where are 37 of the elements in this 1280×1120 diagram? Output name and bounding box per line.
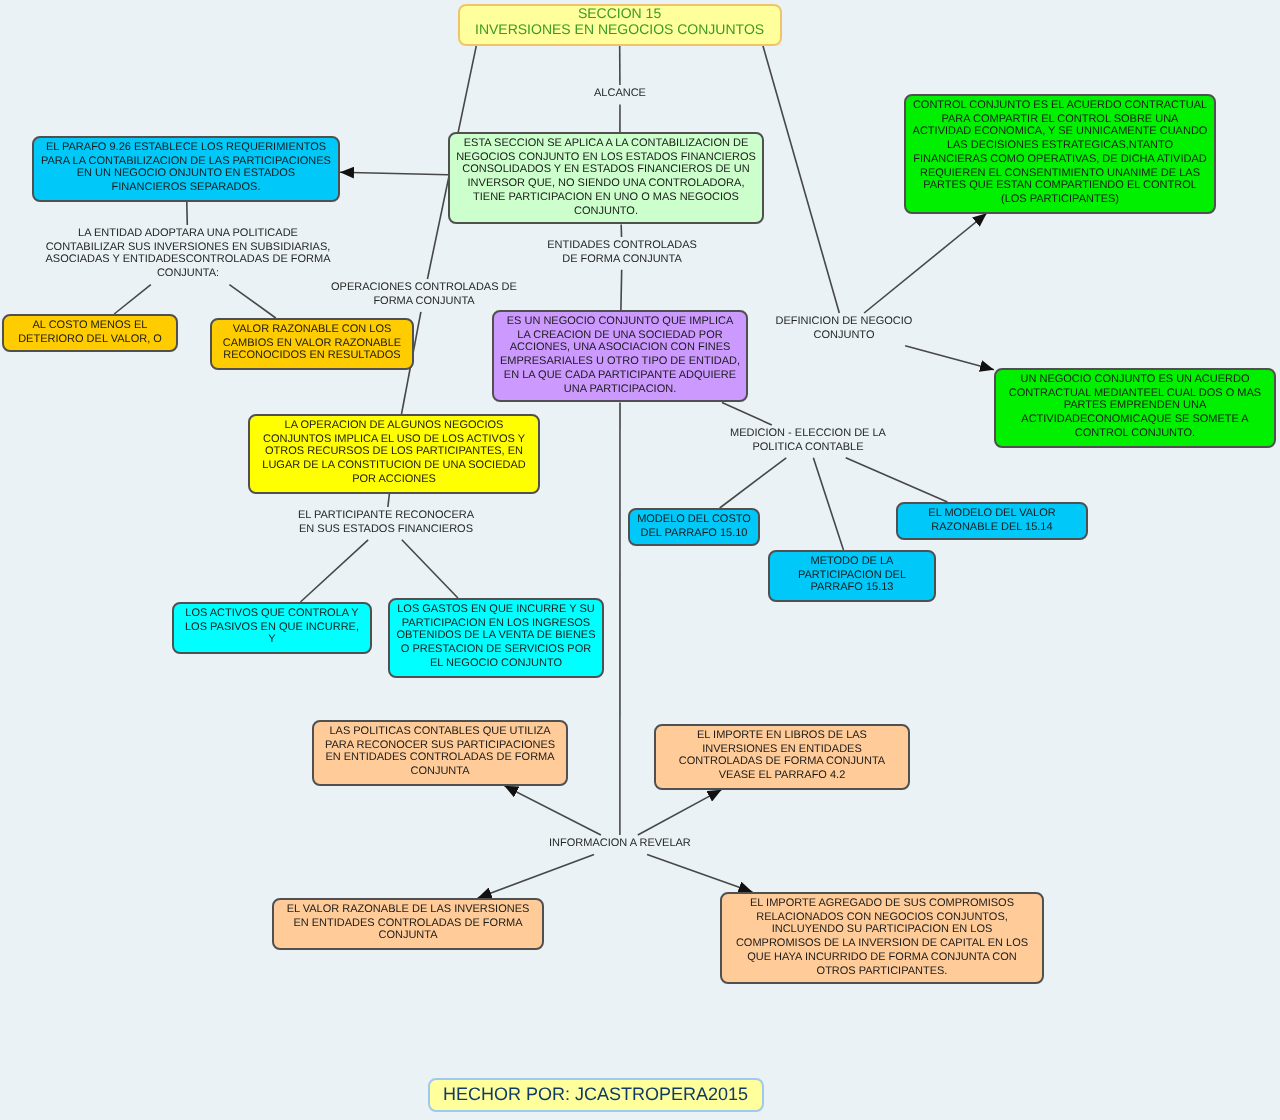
arrow [637, 788, 723, 836]
arrow [863, 212, 988, 314]
connector-line [618, 44, 621, 86]
connector-line [228, 283, 277, 319]
arrow [646, 853, 754, 893]
connector-line [812, 457, 845, 551]
connector-line [619, 401, 621, 836]
connector-line [762, 44, 841, 314]
arrow [904, 345, 995, 372]
concept-box [628, 508, 760, 547]
arrow [339, 166, 449, 179]
arrow [503, 784, 602, 836]
concept-box [248, 414, 540, 494]
concept-box [994, 368, 1276, 448]
concept-box [768, 550, 936, 603]
concept-box [654, 724, 910, 790]
concept-box [2, 314, 178, 353]
concept-box [312, 720, 568, 786]
connector-line [401, 539, 459, 599]
concept-box [896, 502, 1088, 541]
connector-line [844, 457, 949, 503]
connector-line [299, 539, 369, 603]
concept-box [272, 898, 544, 951]
connector-line [113, 283, 152, 315]
connector-line [387, 492, 391, 508]
connector-line [718, 457, 788, 509]
connector-line [620, 269, 623, 311]
concept-box [720, 892, 1044, 985]
connector-line [619, 103, 621, 133]
title-banner [457, 4, 783, 46]
arrow [476, 853, 595, 899]
credit-text: HECHOR POR: JCASTROPERA2015 [443, 1084, 749, 1106]
credit-banner [427, 1078, 765, 1112]
connector-line [721, 401, 773, 426]
concept-box [210, 318, 414, 371]
concept-box [172, 602, 372, 655]
connector-line [185, 200, 189, 226]
